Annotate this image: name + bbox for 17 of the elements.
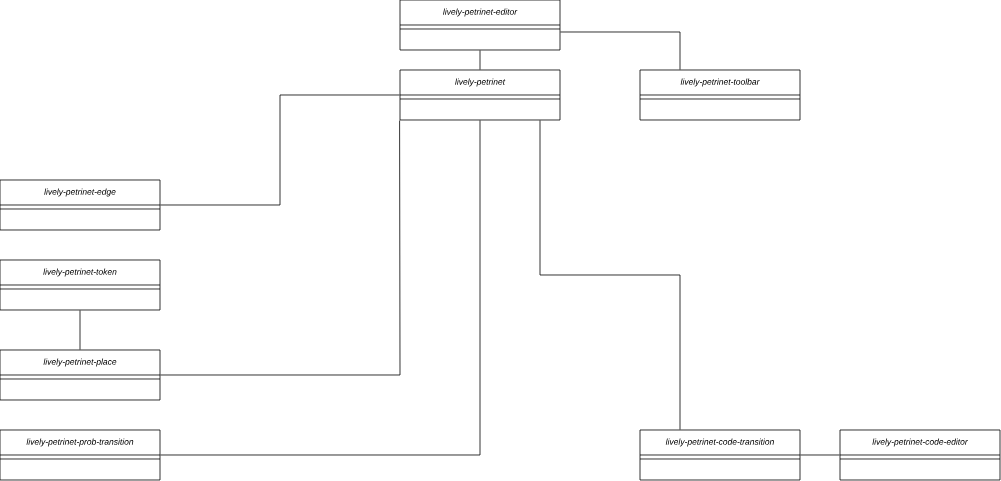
connector-line — [160, 94, 400, 206]
class-box: lively-petrinet — [399, 69, 561, 121]
class-box: lively-petrinet-toolbar — [639, 69, 801, 121]
class-box: lively-petrinet-prob-transition — [0, 429, 161, 481]
connector-line — [800, 454, 840, 456]
class-box: lively-petrinet-code-editor — [839, 429, 1001, 481]
class-box: lively-petrinet-editor — [399, 0, 561, 51]
class-box: lively-petrinet-token — [0, 259, 161, 311]
class-box: lively-petrinet-place — [0, 349, 161, 401]
connector-line — [560, 31, 681, 70]
connector-line — [479, 50, 481, 70]
class-box: lively-petrinet-code-transition — [639, 429, 801, 481]
connector-line — [539, 120, 681, 430]
connector-line — [160, 120, 401, 376]
class-box: lively-petrinet-edge — [0, 179, 161, 231]
connector-line — [79, 310, 81, 350]
connector-line — [160, 120, 481, 456]
